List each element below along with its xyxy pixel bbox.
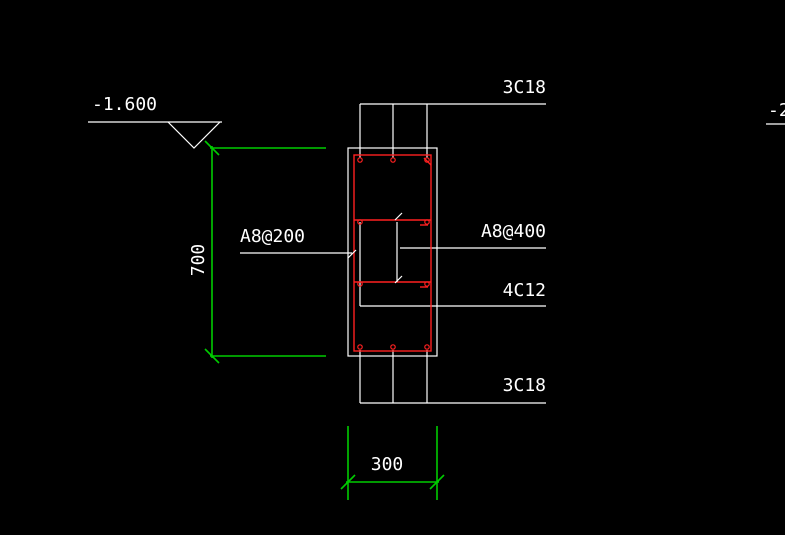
elevation-marker: -1.600 [88,94,222,149]
elevation-triangle-icon [167,121,221,149]
tie-marker-lower-slash [394,275,403,284]
bottom-bar-right [424,344,430,350]
width-dim-left-tick [340,474,356,490]
height-dimension: 700 [188,140,326,364]
height-dim-top-tick [204,140,220,156]
tie-marker-upper-slash [394,212,403,221]
top-bar-mid [390,157,396,163]
width-dim-right-tick [429,474,445,490]
bottom-bars-label: 3C18 [503,375,546,396]
height-dim-bottom-tick [204,348,220,364]
top-bar-left [357,157,363,163]
side-bar-lower-left [357,281,363,287]
side-bar-lower-right [424,281,430,287]
bottom-bar-mid [390,344,396,350]
leader-lines [240,103,546,404]
side-bar-upper-left [357,219,363,225]
elevation-label: -1.600 [92,94,157,115]
concrete-section-outline [347,147,438,357]
side-bar-upper-right [424,219,430,225]
stirrup-marker-slash [347,249,357,259]
stirrup-tie-label: A8@400 [481,221,546,242]
width-dimension: 300 [340,426,445,500]
side-bars-label: 4C12 [503,280,546,301]
stirrup-main-label: A8@200 [240,226,305,247]
bottom-bar-left [357,344,363,350]
width-dim-label: 300 [371,454,404,475]
cut-off-annotation: -2 [766,100,785,125]
rebar-cage [353,154,432,352]
height-dim-label: 700 [188,244,209,277]
cut-off-label: -2 [768,100,785,121]
main-stirrup [353,154,432,352]
top-bars-label: 3C18 [503,77,546,98]
top-bar-right [424,157,430,163]
tie-markers [347,212,403,284]
